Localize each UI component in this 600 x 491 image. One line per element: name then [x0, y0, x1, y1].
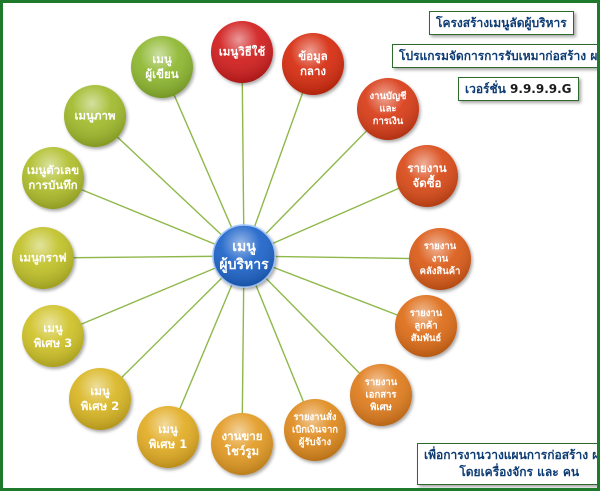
node-special-menu-1[interactable]: เมนูพิเศษ 1	[137, 406, 199, 468]
purpose-line-1: เพื่อการงานวางแผนการก่อสร้าง ผลิต	[424, 448, 600, 462]
connector-special-menu-3	[52, 255, 245, 337]
node-label-showroom-sales-2: โชว์รูม	[224, 443, 259, 459]
purpose-line-2: โดยเครื่องจักร และ คน	[459, 465, 580, 479]
node-label-author-menu-2: ผู้เขียน	[145, 67, 178, 82]
connector-menu-how-to	[241, 51, 245, 257]
hub-node[interactable]: เมนู ผู้บริหาร	[212, 224, 276, 288]
node-gloss-menu-how-to	[211, 21, 273, 83]
node-label-inventory-report-1: รายงาน	[424, 241, 457, 252]
hub-label-line-2: ผู้บริหาร	[219, 257, 269, 273]
node-gloss-graph-menu	[12, 227, 74, 289]
version-box: เวอร์ชั่น 9.9.9.9.G	[458, 77, 579, 101]
connector-author-menu	[161, 66, 245, 257]
connector-inventory-report	[243, 255, 441, 260]
title-box: โครงสร้างเมนูลัดผู้บริหาร	[429, 11, 574, 35]
node-gloss-customer-report	[395, 295, 457, 357]
node-author-menu[interactable]: เมนูผู้เขียน	[131, 36, 193, 98]
node-label-purchase-report-2: จัดซื้อ	[413, 174, 442, 190]
hub-label-line-1: เมนู	[232, 239, 256, 255]
purpose-box: เพื่อการงานวางแผนการก่อสร้าง ผลิต โดยเคร…	[417, 443, 600, 485]
node-special-menu-3[interactable]: เมนูพิเศษ 3	[22, 305, 84, 367]
node-gloss-central-data	[282, 33, 344, 95]
node-gloss-special-menu-2	[69, 368, 131, 430]
node-label-special-docs-report-3: พิเศษ	[370, 402, 393, 413]
node-label-contractor-orders-2: เบิกเงินจาก	[292, 425, 338, 436]
node-label-graph-menu-1: เมนูกราฟ	[19, 251, 66, 266]
node-gloss-counter-menu	[22, 147, 84, 209]
diagram-title: โครงสร้างเมนูลัดผู้บริหาร	[436, 16, 567, 30]
node-label-inventory-report-3: คลังสินค้า	[420, 265, 461, 277]
program-name-box: โปรแกรมจัดการการรับเหมาก่อสร้าง ผลิต	[392, 44, 600, 68]
node-image-menu[interactable]: เมนูภาพ	[64, 85, 126, 147]
version-number: 9.9.9.9.G	[510, 82, 572, 96]
node-gloss-author-menu	[131, 36, 193, 98]
node-special-menu-2[interactable]: เมนูพิเศษ 2	[69, 368, 131, 430]
connector-accounting-finance	[243, 108, 389, 257]
node-graph-menu[interactable]: เมนูกราฟ	[12, 227, 74, 289]
node-label-contractor-orders-3: ผู้รับจ้าง	[299, 436, 332, 449]
node-label-counter-menu-2: การบันทึก	[28, 178, 77, 192]
node-label-counter-menu-1: เมนูตัวเลข	[27, 163, 79, 178]
menu-structure-diagram: เมนูวิธีใช้ ข้อมูลกลางงานบัญชีและการเงินร…	[12, 21, 471, 475]
node-label-image-menu-1: เมนูภาพ	[75, 109, 116, 124]
connector-special-menu-2	[99, 255, 245, 400]
connector-central-data	[243, 63, 314, 257]
node-label-menu-how-to-1: เมนูวิธีใช้	[219, 45, 265, 60]
connector-customer-report	[243, 255, 427, 327]
node-label-special-docs-report-2: เอกสาร	[366, 390, 398, 401]
node-menu-how-to[interactable]: เมนูวิธีใช้	[211, 21, 273, 83]
node-label-central-data-2: กลาง	[300, 64, 326, 78]
node-label-special-menu-3-1: เมนู	[43, 321, 63, 336]
node-label-author-menu-1: เมนู	[152, 52, 172, 67]
version-label: เวอร์ชั่น	[465, 82, 506, 96]
node-label-inventory-report-2: งาน	[432, 254, 449, 265]
node-gloss-special-menu-1	[137, 406, 199, 468]
node-label-customer-report-2: ลูกค้า	[414, 320, 437, 333]
menu-nodes: เมนูวิธีใช้ ข้อมูลกลางงานบัญชีและการเงินร…	[12, 21, 471, 475]
node-label-special-menu-3-2: พิเศษ 3	[34, 336, 72, 350]
node-label-special-docs-report-1: รายงาน	[365, 377, 398, 388]
connector-counter-menu	[52, 177, 245, 257]
node-label-purchase-report-1: รายงาน	[407, 161, 446, 175]
connector-special-menu-1	[167, 255, 245, 438]
node-label-contractor-orders-1: รายงานสั่ง	[294, 409, 337, 423]
node-label-customer-report-3: สัมพันธ์	[411, 332, 442, 344]
connector-special-docs-report	[243, 255, 382, 396]
node-label-accounting-finance-3: การเงิน	[373, 116, 404, 127]
node-gloss-contractor-orders	[284, 399, 346, 461]
node-gloss-showroom-sales	[211, 413, 273, 475]
node-label-special-menu-2-2: พิเศษ 2	[81, 399, 119, 413]
node-label-customer-report-1: รายงาน	[410, 308, 443, 319]
node-gloss-inventory-report	[409, 228, 471, 290]
connector-image-menu	[94, 115, 245, 257]
node-gloss-special-docs-report	[350, 364, 412, 426]
node-label-showroom-sales-1: งานขาย	[222, 429, 263, 443]
node-gloss-image-menu	[64, 85, 126, 147]
connector-purchase-report	[243, 175, 428, 257]
node-label-special-menu-2-1: เมนู	[90, 384, 110, 399]
connector-lines	[42, 51, 441, 445]
node-gloss-accounting-finance	[357, 78, 419, 140]
node-label-special-menu-1-1: เมนู	[158, 422, 178, 437]
node-gloss-special-menu-3	[22, 305, 84, 367]
node-label-accounting-finance-1: งานบัญชี	[369, 90, 407, 102]
node-label-accounting-finance-2: และ	[379, 104, 396, 115]
node-label-central-data-1: ข้อมูล	[298, 49, 327, 64]
program-name: โปรแกรมจัดการการรับเหมาก่อสร้าง ผลิต	[399, 49, 600, 63]
node-label-special-menu-1-2: พิเศษ 1	[149, 437, 187, 451]
connector-graph-menu	[42, 255, 245, 259]
node-gloss-purchase-report	[396, 145, 458, 207]
hub-gloss	[213, 225, 275, 287]
